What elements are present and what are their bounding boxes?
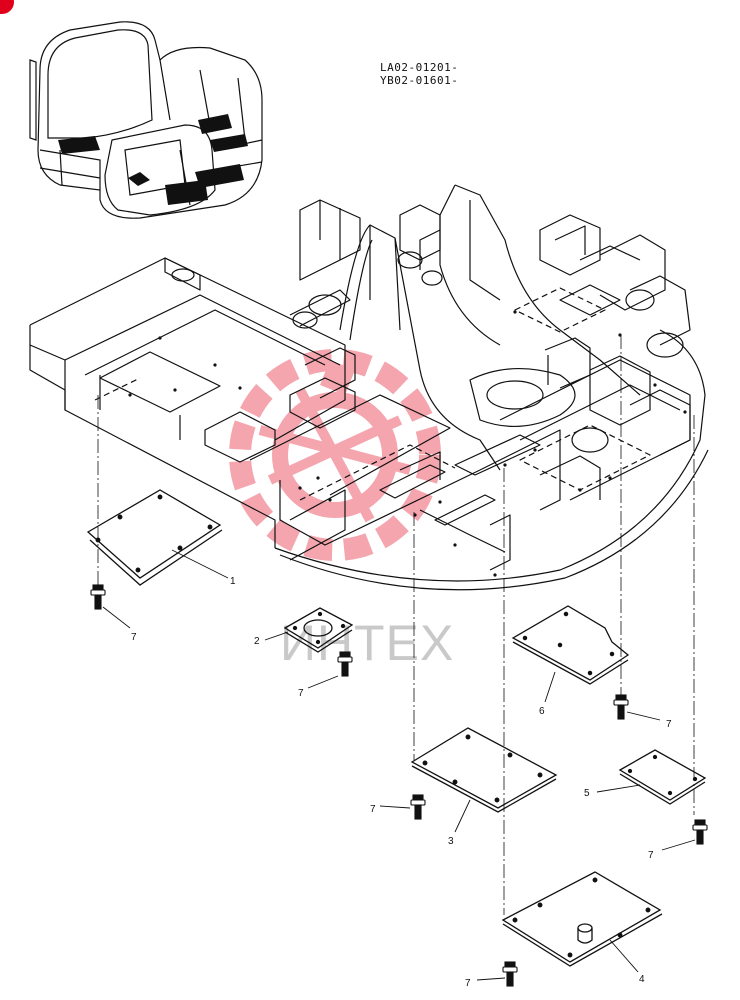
bolt-icon: [692, 819, 708, 845]
callout-3: 3: [448, 836, 454, 847]
callout-2: 2: [254, 636, 260, 647]
callout-5: 5: [584, 788, 590, 799]
callout-7f: 7: [465, 978, 471, 989]
upper-frame: [29, 184, 709, 591]
access-plate-2: [283, 607, 354, 653]
bolt-icon: [337, 651, 353, 677]
cover-plate-4: [501, 871, 663, 967]
bolt-icon: [502, 961, 518, 987]
serial-number-1: LA02-01201-: [380, 61, 459, 74]
callout-4: 4: [639, 974, 645, 985]
cover-plate-1: [86, 489, 223, 586]
bolt-icon: [90, 584, 106, 610]
callout-numbers: 1 2 3 4 5 6 7 7 7 7 7 7: [131, 576, 672, 989]
frame-bolt-holes: [128, 310, 687, 577]
leader-lines: [102, 549, 696, 981]
serial-number-2: YB02-01601-: [380, 74, 459, 87]
callout-6: 6: [539, 706, 545, 717]
overview-thumbnail: [29, 21, 263, 219]
cover-plate-6: [511, 605, 630, 685]
callout-7a: 7: [131, 632, 137, 643]
bolt-icon: [613, 694, 629, 720]
bolt-icon: [410, 794, 426, 820]
callout-7e: 7: [648, 850, 654, 861]
callout-7c: 7: [666, 719, 672, 730]
alignment-lines: [97, 335, 695, 915]
callout-1: 1: [230, 576, 236, 587]
cover-plate-3: [410, 727, 558, 813]
bolts-7: [90, 584, 708, 987]
cover-plate-5: [618, 749, 707, 805]
callout-7b: 7: [298, 688, 304, 699]
callout-7d: 7: [370, 804, 376, 815]
